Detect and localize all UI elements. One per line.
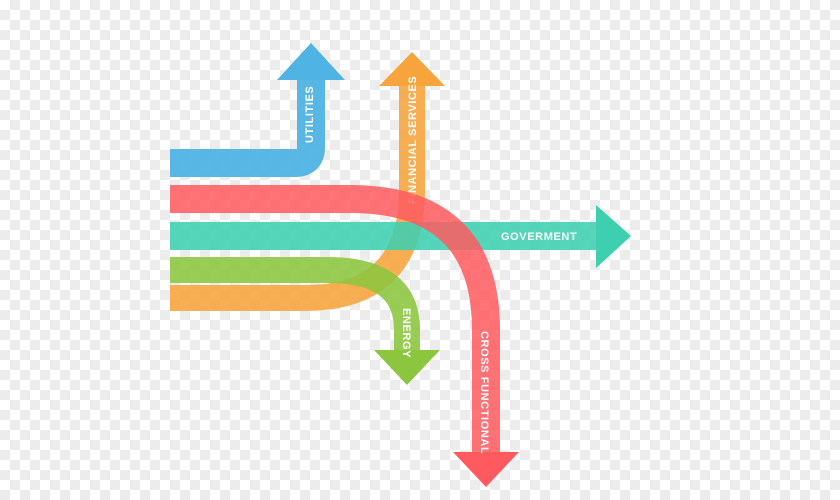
government-label: GOVERMENT <box>501 231 577 243</box>
utilities-arrow: UTILITIES <box>170 43 345 177</box>
cross-functional-arrow: CROSS FUNCTIONAL <box>170 185 519 487</box>
government-arrow: GOVERMENT <box>170 205 631 268</box>
utilities-label: UTILITIES <box>304 86 316 143</box>
energy-label: ENERGY <box>400 308 412 358</box>
cross-functional-label: CROSS FUNCTIONAL <box>478 331 490 454</box>
financial-services-label: FINANCIAL SERVICES <box>407 76 419 204</box>
energy-arrow: ENERGY <box>170 257 440 385</box>
